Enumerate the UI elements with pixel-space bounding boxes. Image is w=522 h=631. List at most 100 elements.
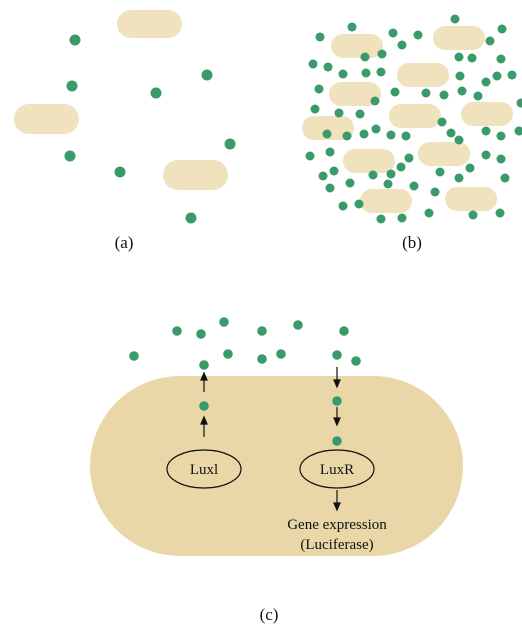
autoinducer-molecule	[360, 52, 370, 62]
autoinducer-molecule	[481, 77, 491, 87]
autoinducer-molecule	[430, 187, 440, 197]
autoinducer-molecule	[421, 88, 431, 98]
autoinducer-molecule	[332, 436, 342, 446]
arrow-up-head	[200, 371, 208, 381]
autoinducer-molecule	[334, 108, 344, 118]
autoinducer-molecule	[439, 90, 449, 100]
luxr-import-arrows	[333, 367, 341, 512]
autoinducer-molecule	[339, 326, 349, 336]
autoinducer-molecule	[322, 129, 332, 139]
autoinducer-molecule	[500, 173, 510, 183]
bacterium	[418, 142, 470, 166]
autoinducer-molecule	[495, 208, 505, 218]
arrow-down-head	[333, 417, 341, 427]
autoinducer-molecule	[342, 131, 352, 141]
autoinducer-molecule	[347, 22, 357, 32]
autoinducer-molecule	[355, 109, 365, 119]
autoinducer-molecule	[437, 117, 447, 127]
autoinducer-molecule	[223, 349, 233, 359]
autoinducer-molecule	[401, 131, 411, 141]
autoinducer-molecule	[386, 169, 396, 179]
luxr-ellipse	[299, 449, 375, 489]
bacterium	[163, 160, 228, 190]
panel-c: Luxl LuxR Gene expression (Luciferase) (…	[90, 317, 463, 624]
autoinducer-molecule	[345, 178, 355, 188]
arrow-down-head	[333, 379, 341, 389]
autoinducer-molecule	[457, 86, 467, 96]
autoinducer-molecule	[196, 329, 206, 339]
autoinducer-molecule	[370, 96, 380, 106]
autoinducer-molecule	[129, 351, 139, 361]
autoinducer-molecule	[481, 150, 491, 160]
bacterium	[14, 104, 79, 134]
autoinducer-molecule	[219, 317, 229, 327]
autoinducer-molecule	[314, 84, 324, 94]
panel-b: (b)	[302, 14, 522, 252]
autoinducer-molecule	[450, 14, 460, 24]
autoinducer-molecule	[388, 28, 398, 38]
autoinducer-molecule	[497, 24, 507, 34]
autoinducer-molecule	[293, 320, 303, 330]
autoinducer-molecule	[332, 350, 342, 360]
bacterium	[461, 102, 513, 126]
autoinducer-molecule	[465, 163, 475, 173]
bacterium	[343, 149, 395, 173]
autoinducer-molecule	[359, 129, 369, 139]
autoinducer-molecule	[377, 49, 387, 59]
luciferase-label: (Luciferase)	[300, 537, 373, 553]
bacterium-cell	[90, 376, 463, 556]
autoinducer-molecule	[310, 104, 320, 114]
autoinducer-molecule	[201, 69, 213, 81]
bacterium	[445, 187, 497, 211]
autoinducer-molecule	[454, 135, 464, 145]
autoinducer-molecule	[507, 70, 517, 80]
autoinducer-group	[129, 317, 361, 446]
autoinducer-molecule	[338, 69, 348, 79]
autoinducer-molecule	[516, 98, 522, 108]
autoinducer-molecule	[376, 214, 386, 224]
autoinducer-molecule	[305, 151, 315, 161]
autoinducer-molecule	[325, 183, 335, 193]
panel-a-label: (a)	[115, 233, 134, 252]
autoinducer-molecule	[383, 179, 393, 189]
autoinducer-molecule	[467, 53, 477, 63]
autoinducer-molecule	[257, 326, 267, 336]
autoinducer-molecule	[199, 401, 209, 411]
panel-c-label: (c)	[260, 605, 279, 624]
bacterium	[389, 104, 441, 128]
bacterium	[397, 63, 449, 87]
bacterium	[331, 34, 383, 58]
autoinducer-molecule	[409, 181, 419, 191]
autoinducer-molecule	[66, 80, 78, 92]
autoinducer-group	[64, 34, 236, 224]
autoinducer-molecule	[496, 131, 506, 141]
autoinducer-molecule	[329, 166, 339, 176]
bacterium	[433, 26, 485, 50]
autoinducer-molecule	[424, 208, 434, 218]
autoinducer-molecule	[454, 173, 464, 183]
autoinducer-molecule	[492, 71, 502, 81]
bacterium	[302, 116, 354, 140]
autoinducer-molecule	[172, 326, 182, 336]
autoinducer-molecule	[485, 36, 495, 46]
autoinducer-molecule	[404, 153, 414, 163]
autoinducer-molecule	[396, 162, 406, 172]
autoinducer-molecule	[496, 154, 506, 164]
autoinducer-molecule	[386, 130, 396, 140]
autoinducer-molecule	[332, 396, 342, 406]
autoinducer-molecule	[199, 360, 209, 370]
gene-expression-label: Gene expression	[287, 517, 387, 533]
autoinducer-molecule	[354, 199, 364, 209]
autoinducer-molecule	[446, 128, 456, 138]
autoinducer-molecule	[150, 87, 162, 99]
autoinducer-molecule	[315, 32, 325, 42]
autoinducer-molecule	[390, 87, 400, 97]
luxi-label: Luxl	[190, 462, 218, 478]
autoinducer-group	[305, 14, 522, 224]
autoinducer-molecule	[351, 356, 361, 366]
autoinducer-molecule	[318, 171, 328, 181]
autoinducer-molecule	[397, 40, 407, 50]
autoinducer-molecule	[481, 126, 491, 136]
autoinducer-molecule	[376, 67, 386, 77]
